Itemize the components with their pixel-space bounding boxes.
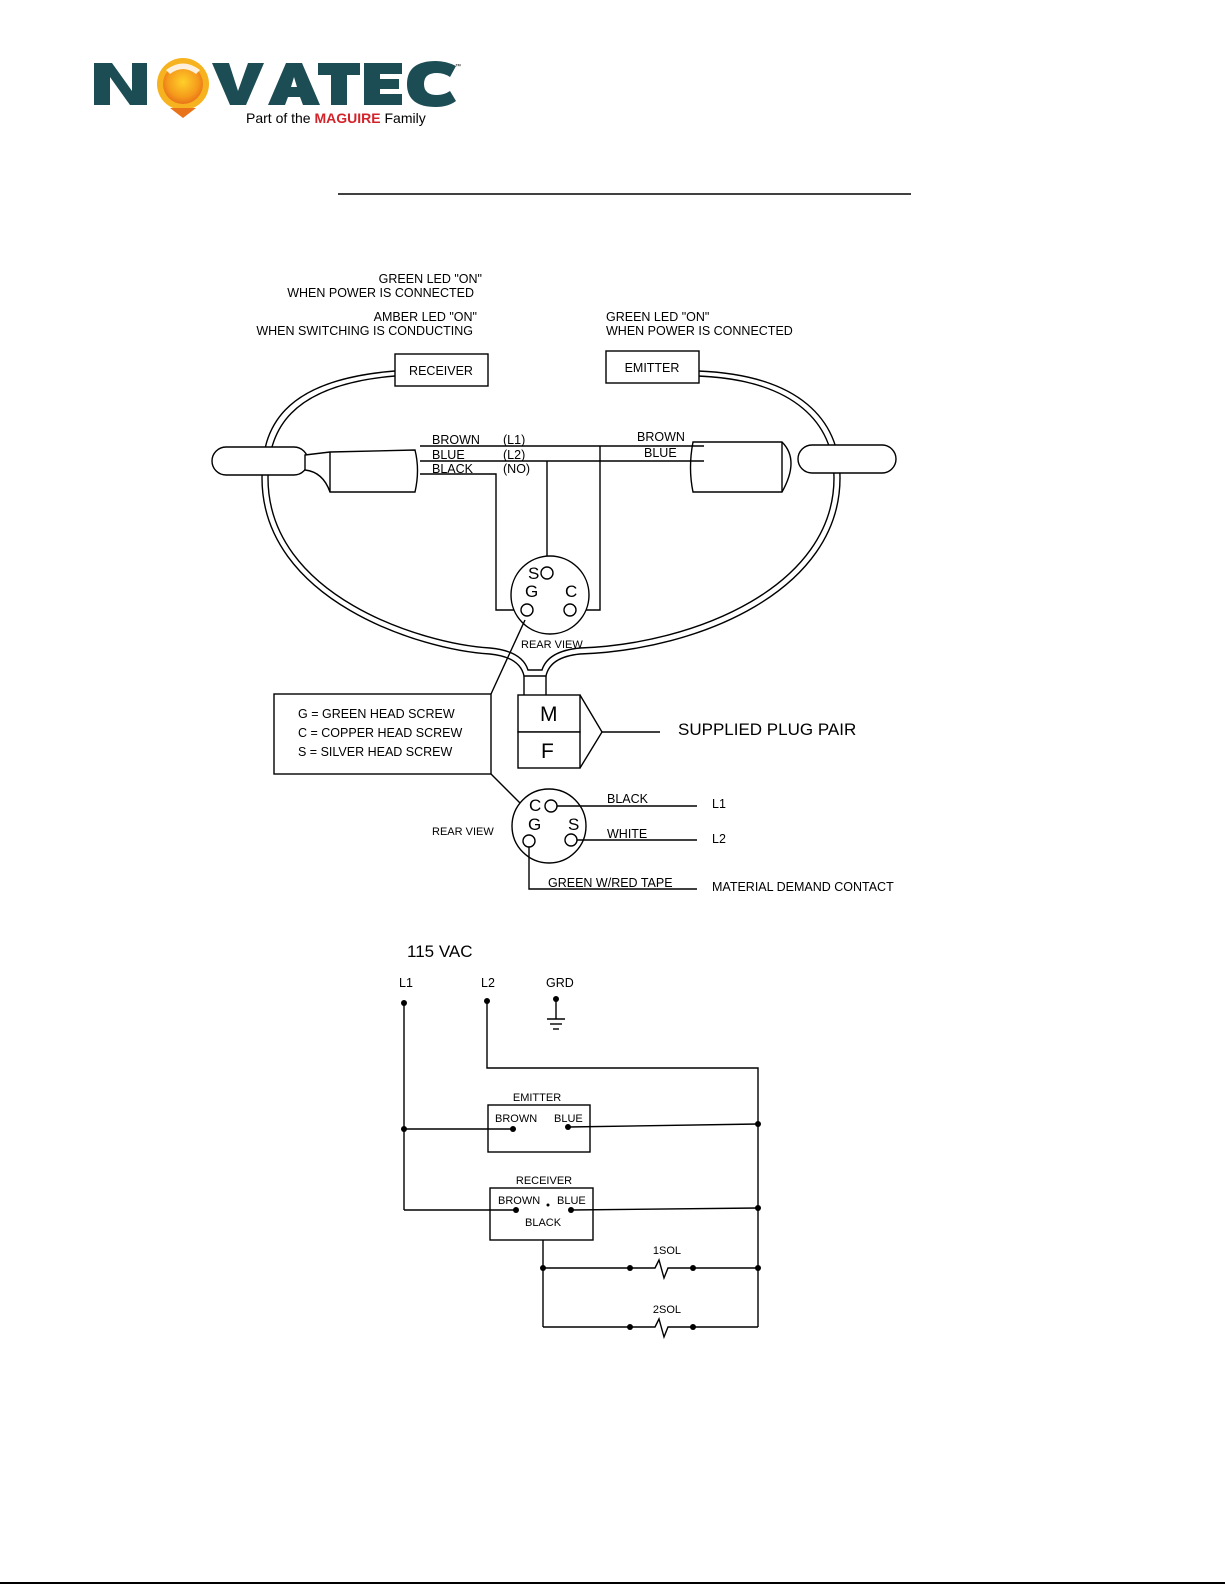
wire-label-brown-right: BROWN <box>637 430 685 444</box>
emitter-note-line-1: GREEN LED "ON" <box>606 310 709 324</box>
emitter-label: EMITTER <box>625 361 680 375</box>
lower-pin-c: C <box>529 796 541 815</box>
lower-wire-white: WHITE <box>607 827 647 841</box>
plug-f: F <box>541 740 554 763</box>
solenoid-rungs <box>540 1240 761 1340</box>
ladder-emitter-brown: BROWN <box>495 1113 537 1125</box>
ladder-grd-label: GRD <box>546 976 574 990</box>
upper-wires <box>420 445 704 611</box>
upper-pin-c: C <box>565 582 577 601</box>
wire-code-no: (NO) <box>503 462 530 476</box>
wire-code-l2: (L2) <box>503 448 525 462</box>
logo-letter-e <box>364 63 402 105</box>
plug-pair-label: SUPPLIED PLUG PAIR <box>678 720 856 739</box>
lower-rear-view-label: REAR VIEW <box>432 826 494 838</box>
receiver-rung <box>404 1187 761 1241</box>
receiver-box <box>394 353 489 387</box>
sol1-label: 1SOL <box>653 1245 681 1257</box>
emitter-rung <box>401 1104 761 1153</box>
logo-letter-c <box>407 61 456 107</box>
legend-silver: S = SILVER HEAD SCREW <box>298 745 453 759</box>
upper-pin-s: S <box>528 564 539 583</box>
legend-copper: C = COPPER HEAD SCREW <box>298 726 462 740</box>
receiver-label: RECEIVER <box>409 364 473 378</box>
upper-connector <box>510 555 590 635</box>
ladder-receiver-brown: BROWN <box>498 1195 540 1207</box>
lower-term-material-demand: MATERIAL DEMAND CONTACT <box>712 880 894 894</box>
lower-wire-black: BLACK <box>607 792 649 806</box>
receiver-note-line-2: WHEN POWER IS CONNECTED <box>287 286 474 300</box>
lower-wires <box>528 805 697 890</box>
cable-loop <box>261 370 841 695</box>
emitter-box <box>605 350 700 384</box>
wire-label-black-left: BLACK <box>432 462 474 476</box>
wire-label-brown-left: BROWN <box>432 433 480 447</box>
logo-letter-a <box>268 63 320 105</box>
wire-label-blue-left: BLUE <box>432 448 465 462</box>
ladder-receiver-black: BLACK <box>525 1217 562 1229</box>
emitter-note-line-2: WHEN POWER IS CONNECTED <box>606 324 793 338</box>
plug-m: M <box>540 703 558 726</box>
left-sensor-body <box>211 446 419 493</box>
logo-sun-icon <box>157 58 209 118</box>
tagline-brand: MAGUIRE <box>314 110 380 126</box>
logo-letter-t <box>318 63 360 105</box>
logo-letter-v <box>212 63 264 105</box>
ground-icon <box>547 996 565 1030</box>
wire-label-blue-right: BLUE <box>644 446 677 460</box>
plug-pair <box>517 694 660 769</box>
lower-wire-green-red-tape: GREEN W/RED TAPE <box>548 876 673 890</box>
receiver-note-line-4: WHEN SWITCHING IS CONDUCTING <box>256 324 473 338</box>
lower-pin-s: S <box>568 815 579 834</box>
legend-box <box>273 693 492 775</box>
right-sensor-body <box>689 441 897 493</box>
lower-term-l2: L2 <box>712 832 726 846</box>
logo-tagline: Part of the MAGUIRE Family <box>246 110 426 126</box>
receiver-note-line-3: AMBER LED "ON" <box>374 310 477 324</box>
lower-pin-g: G <box>528 815 541 834</box>
ladder-receiver-blue: BLUE <box>557 1195 586 1207</box>
upper-rear-view-label: REAR VIEW <box>521 639 583 651</box>
tagline-suffix: Family <box>385 110 426 126</box>
tagline-prefix: Part of the <box>246 110 311 126</box>
ladder-emitter-label: EMITTER <box>513 1092 561 1104</box>
supply-label: 115 VAC <box>407 942 473 961</box>
upper-pin-g: G <box>525 582 538 601</box>
logo-letter-n <box>94 63 147 105</box>
ladder-rails <box>401 998 759 1327</box>
novatec-logo: ™ Part of the MAGUIRE Family <box>94 58 461 126</box>
ladder-receiver-label: RECEIVER <box>516 1175 572 1187</box>
lower-connector <box>511 788 587 864</box>
ladder-l1-label: L1 <box>399 976 413 990</box>
legend-green: G = GREEN HEAD SCREW <box>298 707 455 721</box>
wire-code-l1: (L1) <box>503 433 525 447</box>
ladder-emitter-blue: BLUE <box>554 1113 583 1125</box>
receiver-note-line-1: GREEN LED "ON" <box>379 272 482 286</box>
ladder-l2-label: L2 <box>481 976 495 990</box>
lower-term-l1: L1 <box>712 797 726 811</box>
sol2-label: 2SOL <box>653 1304 681 1316</box>
svg-text:™: ™ <box>455 63 461 70</box>
